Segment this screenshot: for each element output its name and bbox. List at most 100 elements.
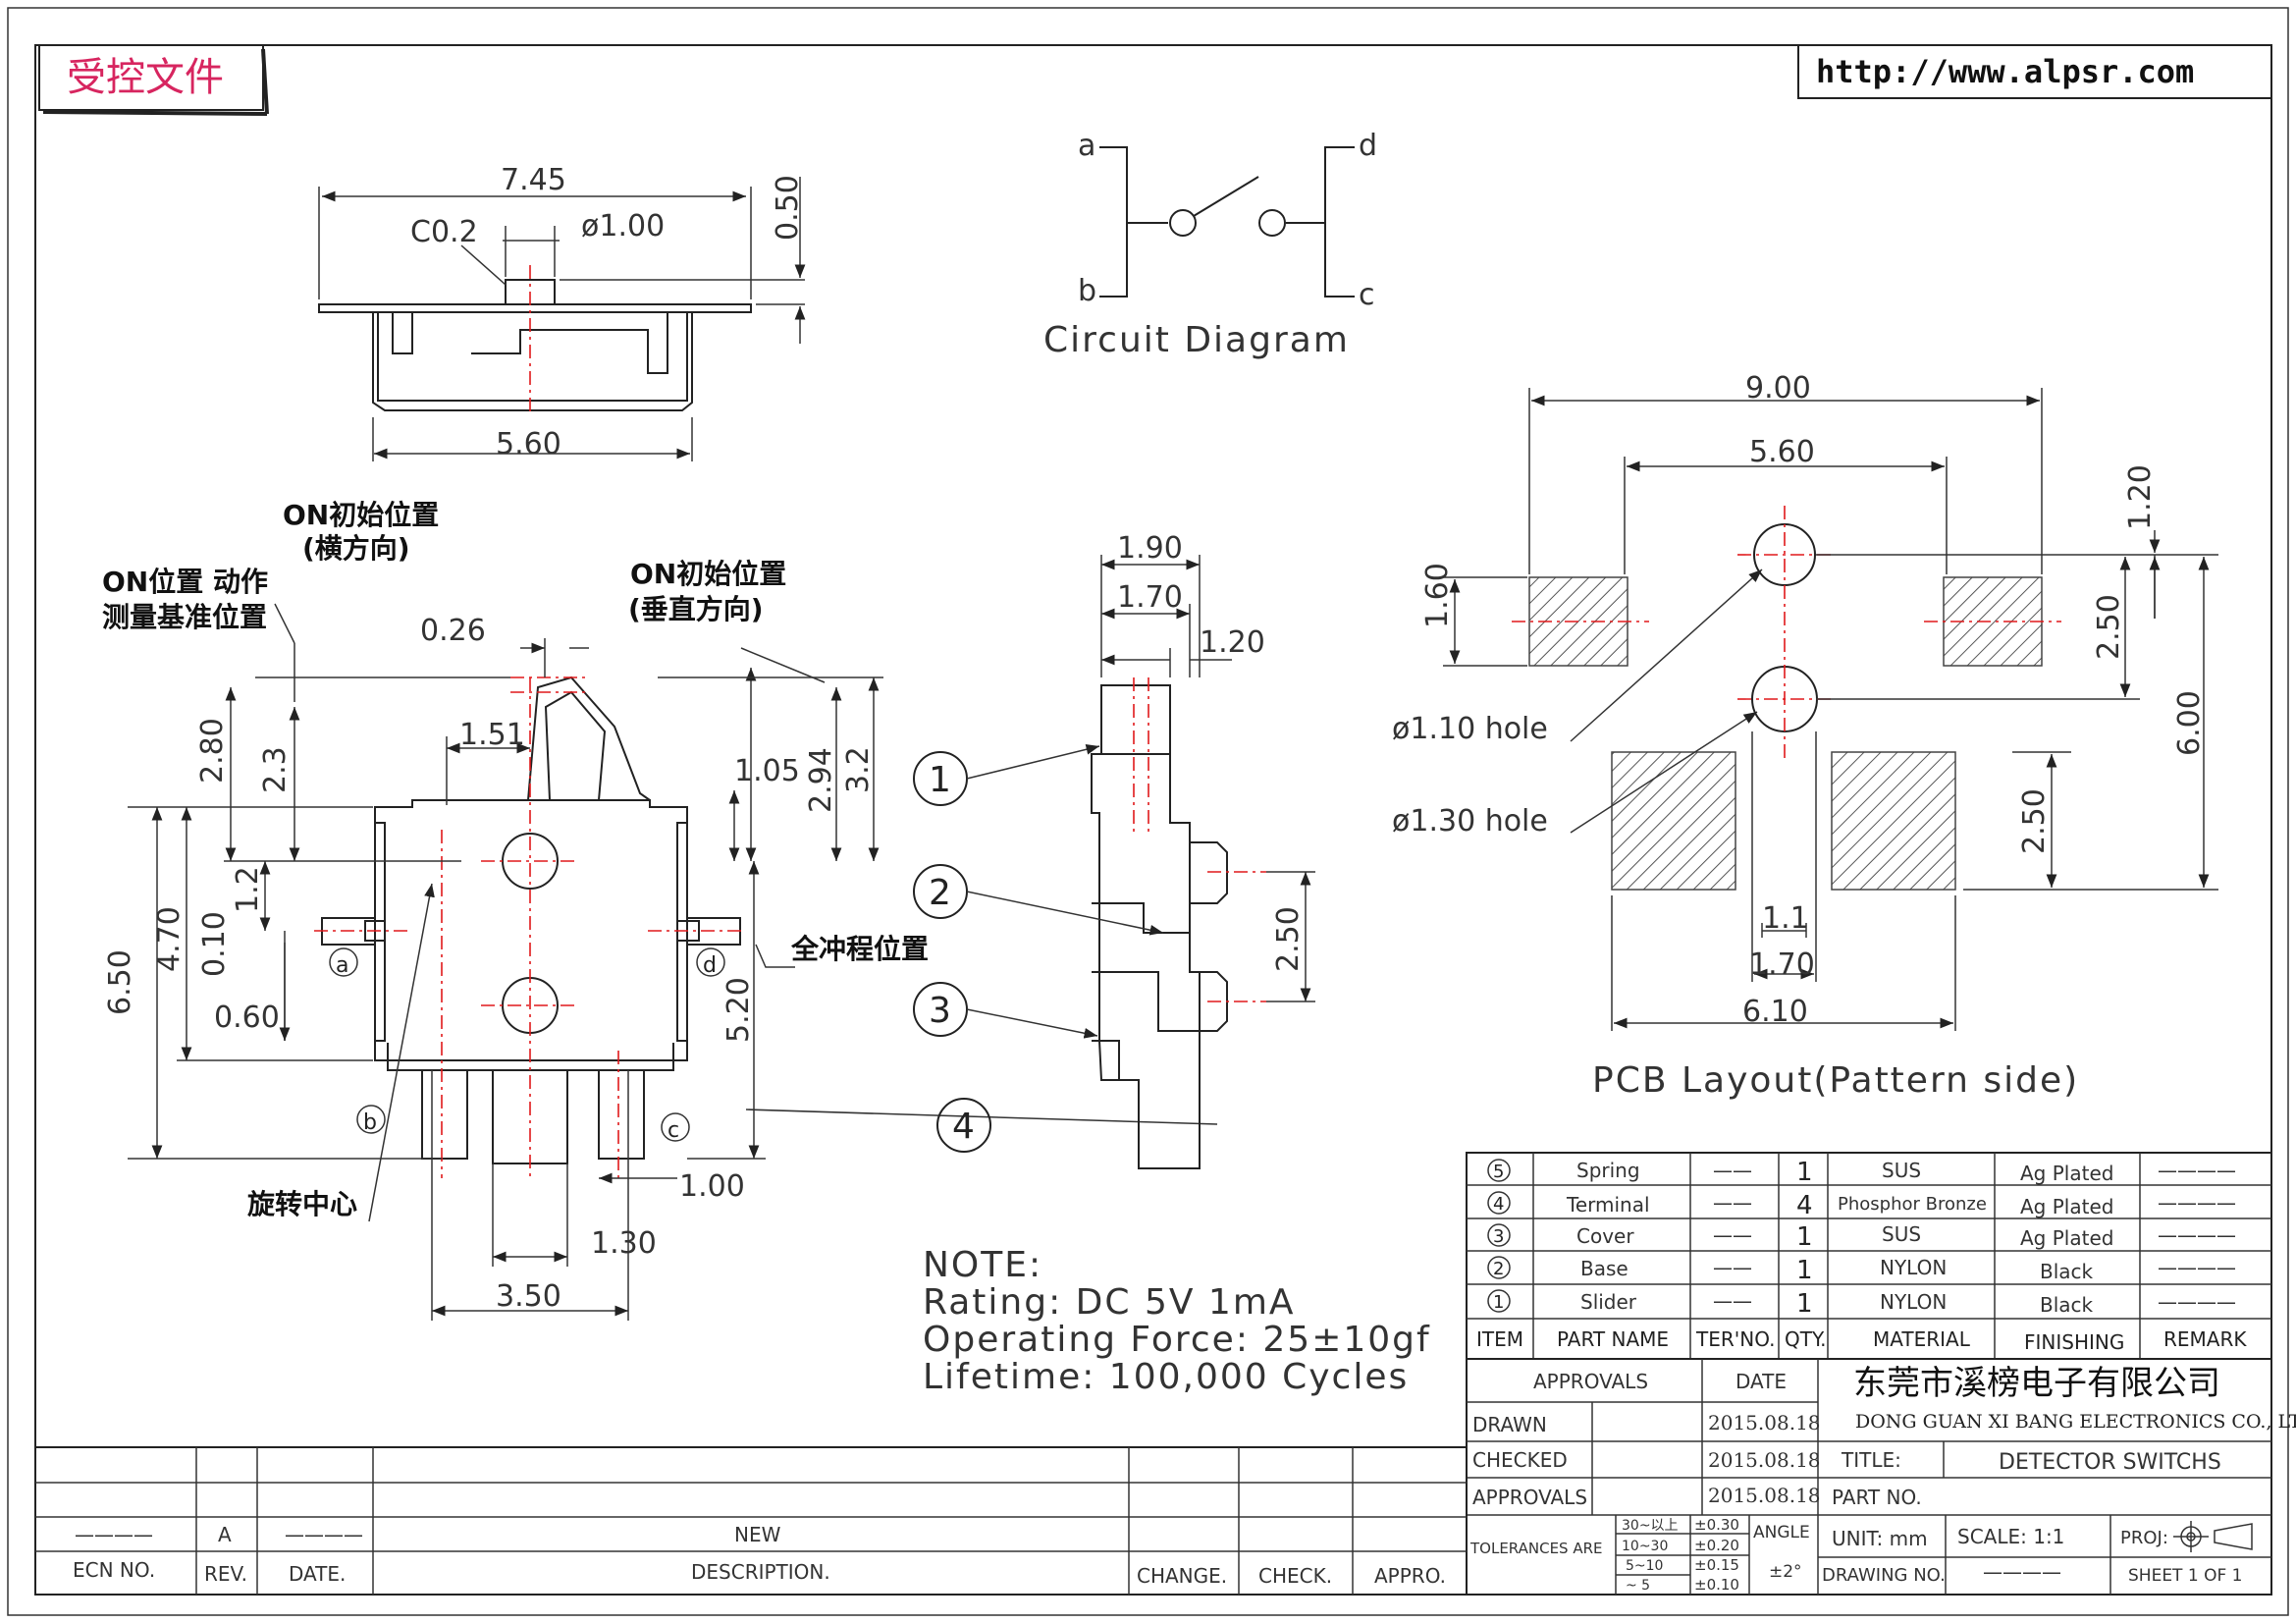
rev-header-description: DESCRIPTION.	[691, 1560, 830, 1584]
dim-0-26: 0.26	[420, 614, 486, 648]
pcb-pad-bottom-left	[1611, 751, 1736, 891]
bom-material: SUS	[1882, 1159, 1921, 1182]
pcb-dim-6-10: 6.10	[1742, 995, 1808, 1029]
bom-material: SUS	[1882, 1222, 1921, 1246]
dim-2-3: 2.3	[258, 746, 293, 793]
title-title-value: DETECTOR SWITCHS	[1999, 1450, 2221, 1475]
title-tolerances: TOLERANCES ARE	[1469, 1540, 1603, 1557]
bom-header-row: ITEM PART NAME TER'NO. QTY. MATERIAL FIN…	[1476, 1327, 2247, 1354]
annot-on-initial-h: ON初始位置	[283, 499, 439, 531]
dim-2-94: 2.94	[804, 747, 838, 813]
top-view: 7.45 0.50 C0.2 ø1.00 5.60	[318, 163, 806, 461]
bom-row: 5 Spring —— 1 SUS Ag Plated ————	[1487, 1158, 2236, 1187]
dim-2-50-side: 2.50	[1271, 906, 1306, 972]
rev-header-check: CHECK.	[1258, 1564, 1332, 1588]
dim-c0-2: C0.2	[410, 215, 478, 249]
balloon-4: 4	[952, 1107, 975, 1147]
pcb-layout: 9.00 5.60 1.20 2.50 1.60 6.00 2.50 1.1 1…	[1392, 371, 2218, 1101]
pcb-dim-1-1: 1.1	[1762, 901, 1809, 936]
rev-header-rev: REV.	[204, 1562, 247, 1586]
title-drawing-no-value: ————	[1983, 1560, 2061, 1584]
annot-on-initial-v-2: (垂直方向)	[628, 593, 764, 625]
bom-part: Spring	[1576, 1159, 1640, 1182]
dim-1-30: 1.30	[591, 1226, 657, 1261]
circuit-terminal-d: d	[1359, 129, 1377, 163]
dim-0-50: 0.50	[771, 175, 805, 241]
annot-rotation-center: 旋转中心	[247, 1188, 357, 1220]
rev-header-ecn: ECN NO.	[73, 1558, 155, 1582]
bom-material: Phosphor Bronze	[1838, 1194, 1987, 1215]
tol-range-4: ~ 5	[1626, 1578, 1650, 1594]
dim-7-45: 7.45	[501, 163, 566, 197]
bom-header-ter: TER'NO.	[1695, 1327, 1776, 1351]
bom-row: 2 Base —— 1 NYLON Black ————	[1487, 1256, 2236, 1285]
bom-qty: 4	[1796, 1191, 1813, 1220]
circuit-terminal-c: c	[1359, 278, 1375, 312]
title-part-no: PART NO.	[1832, 1486, 1922, 1509]
title-drawing-no: DRAWING NO.	[1822, 1565, 1946, 1586]
title-date-header: DATE	[1735, 1370, 1787, 1393]
rev-header-appro: APPRO.	[1374, 1564, 1446, 1588]
annot-on-initial-h-2: (横方向)	[302, 532, 410, 565]
bom-material: NYLON	[1880, 1290, 1947, 1314]
bom-header-item: ITEM	[1476, 1327, 1523, 1351]
bom-header-finishing: FINISHING	[2024, 1330, 2124, 1354]
note-line-1: Rating: DC 5V 1mA	[923, 1282, 1296, 1323]
dim-1-00: 1.00	[679, 1169, 745, 1204]
tol-value-3: ±0.15	[1694, 1556, 1739, 1574]
rev-ecn-value: ————	[75, 1523, 153, 1546]
tol-value-4: ±0.10	[1694, 1576, 1739, 1594]
bom-ter: ——	[1713, 1191, 1752, 1215]
bom-qty: 1	[1796, 1289, 1813, 1319]
bom-remark: ————	[2158, 1290, 2236, 1314]
dim-1-90: 1.90	[1117, 531, 1183, 566]
pcb-title: PCB Layout(Pattern side)	[1592, 1060, 2079, 1101]
pcb-dim-1-70: 1.70	[1749, 947, 1815, 982]
dim-0-60: 0.60	[214, 1001, 280, 1035]
bom-qty: 1	[1796, 1222, 1813, 1252]
dim-1-51: 1.51	[459, 718, 525, 752]
bom-header-part: PART NAME	[1557, 1327, 1669, 1351]
bom-remark: ————	[2158, 1159, 2236, 1182]
dim-1-2: 1.2	[231, 866, 265, 913]
pcb-dim-6-00: 6.00	[2172, 690, 2207, 756]
bom-remark: ————	[2158, 1191, 2236, 1215]
annot-full-stroke: 全冲程位置	[790, 933, 929, 965]
title-angle-value: ±2°	[1769, 1562, 1802, 1582]
dim-dia-1-00: ø1.00	[581, 209, 665, 243]
dim-4-70: 4.70	[152, 906, 187, 972]
dim-3-2: 3.2	[841, 746, 876, 793]
pcb-pad-bottom-right	[1831, 751, 1956, 891]
bom-ter: ——	[1713, 1289, 1752, 1313]
bom-ter: ——	[1713, 1159, 1752, 1182]
bom-item: 4	[1493, 1194, 1504, 1215]
pcb-dim-9-00: 9.00	[1745, 371, 1811, 406]
bom-part: Cover	[1576, 1224, 1634, 1248]
title-scale: SCALE: 1:1	[1957, 1525, 2064, 1548]
bom-header-material: MATERIAL	[1873, 1327, 1971, 1351]
title-proj: PROJ:	[2120, 1528, 2168, 1548]
bom-item: 2	[1493, 1259, 1504, 1279]
bom-item: 1	[1493, 1292, 1504, 1313]
bom-qty: 1	[1796, 1158, 1813, 1187]
tol-range-2: 10~30	[1622, 1539, 1668, 1554]
title-drawn: DRAWN	[1472, 1413, 1547, 1436]
pcb-hole-1-30: ø1.30 hole	[1392, 804, 1548, 839]
bom-part: Terminal	[1566, 1193, 1650, 1217]
dim-1-70: 1.70	[1117, 580, 1183, 615]
bom-part: Base	[1580, 1257, 1629, 1280]
url-text: http://www.alpsr.com	[1816, 53, 2194, 90]
title-block: APPROVALS DATE 东莞市溪榜电子有限公司 DONG GUAN XI …	[1466, 1358, 2296, 1596]
title-date-checked: 2015.08.18	[1708, 1448, 1821, 1472]
circuit-terminal-a: a	[1078, 129, 1095, 163]
pcb-dim-1-20: 1.20	[2123, 464, 2158, 530]
rev-rev-value: A	[218, 1523, 232, 1546]
pcb-dim-2-50-a: 2.50	[2092, 594, 2126, 660]
terminal-mark-c: c	[667, 1118, 679, 1143]
title-title-label: TITLE:	[1841, 1448, 1901, 1472]
terminal-mark-a: a	[336, 953, 348, 978]
url-box: http://www.alpsr.com	[1797, 44, 2272, 99]
bom-table: 5 Spring —— 1 SUS Ag Plated ———— 4 Termi…	[1466, 1152, 2272, 1360]
revision-block: ———— A ———— NEW ECN NO. REV. DATE. DESCR…	[34, 1446, 1468, 1596]
